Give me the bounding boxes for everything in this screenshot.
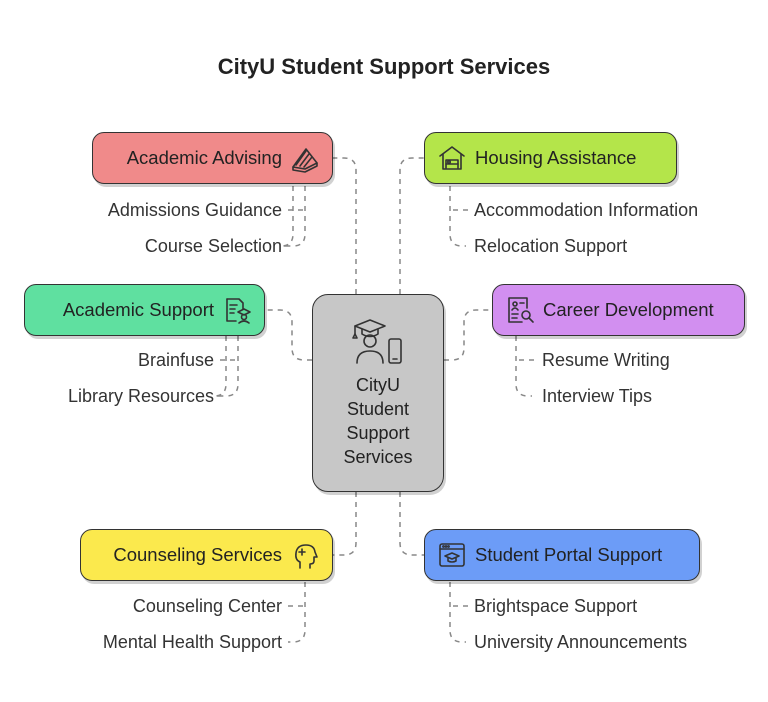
sub-item-mental-health-support: Mental Health Support — [102, 632, 282, 652]
center-label-line: CityU — [356, 375, 400, 395]
center-node: CityU Student Support Services — [312, 294, 444, 492]
student-device-icon — [352, 319, 402, 364]
housing-assistance-label: Housing Assistance — [475, 147, 637, 168]
sub-item-brainfuse: Brainfuse — [137, 350, 214, 370]
sub-item-accommodation-information: Accommodation Information — [474, 200, 699, 220]
sub-item-brightspace-support: Brightspace Support — [474, 596, 638, 616]
housing-assistance-node: Housing Assistance — [424, 132, 677, 184]
academic-advising-node: Academic Advising — [92, 132, 333, 184]
student-portal-support-label: Student Portal Support — [475, 544, 663, 565]
student-document-icon — [226, 298, 251, 324]
sub-item-relocation-support: Relocation Support — [474, 236, 628, 256]
mental-health-icon — [295, 544, 318, 569]
counseling-services-label: Counseling Services — [113, 544, 282, 565]
sub-item-university-announcements: University Announcements — [474, 632, 688, 652]
sub-item-counseling-center: Counseling Center — [132, 596, 282, 616]
portal-graduation-icon — [439, 543, 465, 567]
sub-item-resume-writing: Resume Writing — [542, 350, 670, 370]
center-label: CityU Student Support Services — [313, 373, 443, 469]
center-label-line: Services — [343, 447, 413, 467]
career-development-label: Career Development — [543, 299, 714, 320]
sub-item-admissions-guidance: Admissions Guidance — [107, 200, 282, 220]
sub-item-course-selection: Course Selection — [144, 236, 282, 256]
student-portal-support-node: Student Portal Support — [424, 529, 700, 581]
sub-item-interview-tips: Interview Tips — [542, 386, 653, 406]
academic-support-node: Academic Support — [24, 284, 265, 336]
academic-advising-label: Academic Advising — [126, 147, 282, 168]
book-icon — [292, 148, 318, 173]
sub-item-library-resources: Library Resources — [67, 386, 214, 406]
counseling-services-node: Counseling Services — [80, 529, 333, 581]
center-label-line: Support — [346, 423, 410, 443]
diagram-title: CityU Student Support Services — [217, 54, 551, 79]
center-label-line: Student — [346, 399, 410, 419]
academic-support-label: Academic Support — [62, 299, 214, 320]
resume-search-icon — [508, 297, 534, 323]
career-development-node: Career Development — [492, 284, 745, 336]
home-bed-icon — [439, 146, 465, 170]
